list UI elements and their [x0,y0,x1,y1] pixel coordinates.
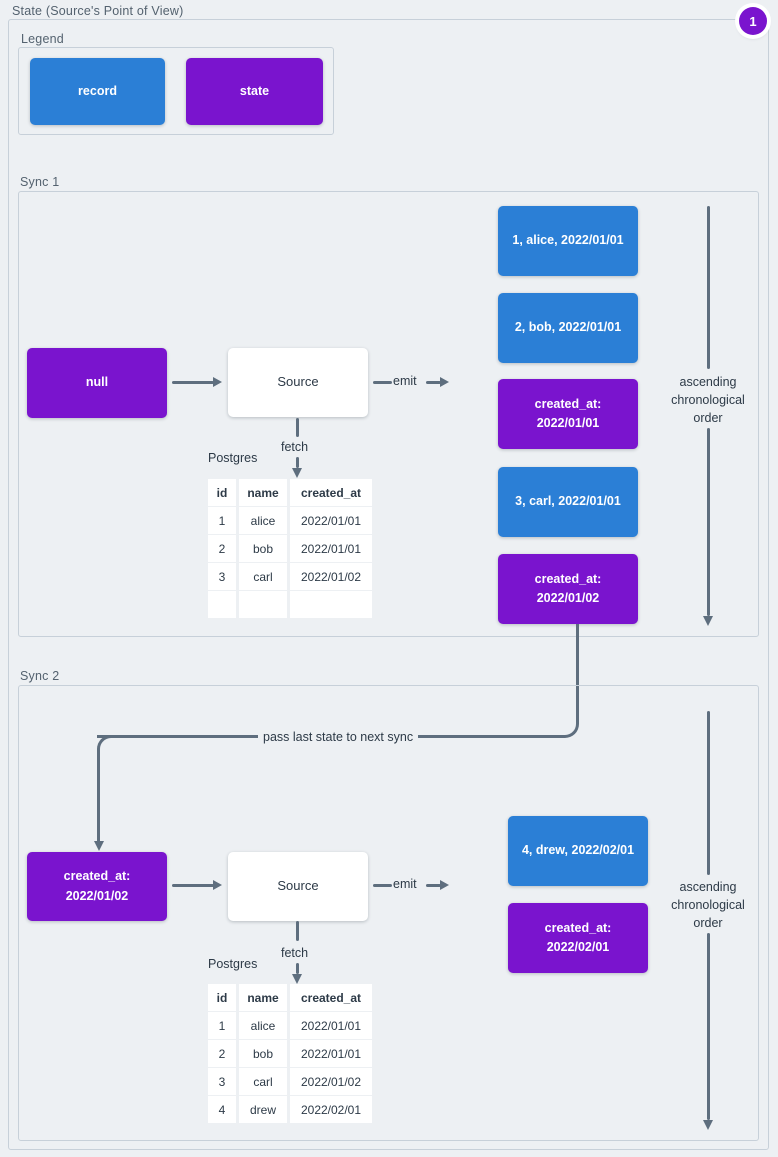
sync1-input-state-node: null [27,348,167,418]
sync2-stream-record-1: 4, drew, 2022/02/01 [508,816,648,886]
legend-record-swatch: record [30,58,165,125]
sync1-fetch-arrowhead-icon [292,468,302,478]
sync1-emit-label: emit [393,374,417,388]
col-header-created-at: created_at [290,984,372,1011]
sync1-input-arrow-line [172,381,214,384]
sync2-order-axis-top [707,711,710,875]
sync1-emit-line-left [373,381,392,384]
col-header-id: id [208,479,236,506]
sync1-stream-record-2: 2, bob, 2022/01/01 [498,293,638,363]
legend-label: Legend [21,32,64,46]
sync1-stream-state-1: created_at: 2022/01/01 [498,379,638,449]
sync2-input-arrowhead-icon [213,880,222,890]
pass-state-connector-left-elbow [97,735,137,841]
cell: 3 [208,1068,236,1095]
sync2-emit-line-left [373,884,392,887]
sync1-frame [18,191,759,637]
sync1-order-axis-bottom [707,428,710,616]
col-header-name: name [239,479,287,506]
sync2-emit-line-right [426,884,441,887]
page-title: State (Source's Point of View) [12,4,184,18]
pass-state-arrowhead-icon [94,841,104,851]
table-row: 3 carl 2022/01/02 [208,563,372,590]
sync2-fetch-line-bottom [296,963,299,974]
sync2-input-state-node: created_at: 2022/01/02 [27,852,167,921]
sync2-label: Sync 2 [20,669,60,683]
sync2-db-label: Postgres [208,957,258,971]
table-row: 3 carl 2022/01/02 [208,1068,372,1095]
sync1-label: Sync 1 [20,175,60,189]
sync2-order-note: ascending chronological order [658,878,758,933]
table-header-row: id name created_at [208,984,372,1011]
cell: 2022/02/01 [290,1096,372,1123]
cell: 2022/01/01 [290,535,372,562]
sync1-fetch-label: fetch [281,440,309,454]
sync1-emit-arrowhead-icon [440,377,449,387]
sync2-emit-label: emit [393,877,417,891]
col-header-name: name [239,984,287,1011]
cell: 2022/01/01 [290,1040,372,1067]
sync1-order-arrowhead-icon [703,616,713,626]
cell: carl [239,563,287,590]
sync1-fetch-line-top [296,418,299,437]
cell: alice [239,1012,287,1039]
sync1-order-note: ascending chronological order [658,373,758,428]
cell: 2 [208,535,236,562]
sync2-fetch-line-top [296,921,299,941]
table-row: 1 alice 2022/01/01 [208,1012,372,1039]
cell: 4 [208,1096,236,1123]
sync2-input-arrow-line [172,884,214,887]
cell [290,591,372,618]
table-row: 2 bob 2022/01/01 [208,535,372,562]
cell: 2022/01/02 [290,563,372,590]
sync1-source-node: Source [228,348,368,417]
cell: 3 [208,563,236,590]
sync1-postgres-table: id name created_at 1 alice 2022/01/01 2 … [205,478,375,619]
sync1-stream-record-1: 1, alice, 2022/01/01 [498,206,638,276]
cell [239,591,287,618]
table-row: 1 alice 2022/01/01 [208,507,372,534]
legend-frame [18,47,334,135]
cell [208,591,236,618]
sync2-emit-arrowhead-icon [440,880,449,890]
cell: 1 [208,1012,236,1039]
table-row-empty [208,591,372,618]
sync2-order-arrowhead-icon [703,1120,713,1130]
table-row: 4 drew 2022/02/01 [208,1096,372,1123]
sync2-frame [18,685,759,1141]
col-header-created-at: created_at [290,479,372,506]
pass-state-connector-label: pass last state to next sync [258,730,419,744]
sync1-input-arrowhead-icon [213,377,222,387]
legend-state-swatch: state [186,58,323,125]
sync2-fetch-label: fetch [281,946,309,960]
cell: 2022/01/01 [290,1012,372,1039]
cell: 2022/01/02 [290,1068,372,1095]
sync1-stream-record-3: 3, carl, 2022/01/01 [498,467,638,537]
cell: 2022/01/01 [290,507,372,534]
table-row: 2 bob 2022/01/01 [208,1040,372,1067]
cell: 2 [208,1040,236,1067]
table-header-row: id name created_at [208,479,372,506]
cell: bob [239,1040,287,1067]
sync2-fetch-arrowhead-icon [292,974,302,984]
cell: carl [239,1068,287,1095]
cell: drew [239,1096,287,1123]
outer-frame [8,19,769,1150]
annotation-badge: 1 [739,7,767,35]
sync2-stream-state-1: created_at: 2022/02/01 [508,903,648,973]
sync2-source-node: Source [228,852,368,921]
sync2-postgres-table: id name created_at 1 alice 2022/01/01 2 … [205,983,375,1124]
cell: alice [239,507,287,534]
col-header-id: id [208,984,236,1011]
cell: 1 [208,507,236,534]
sync1-emit-line-right [426,381,441,384]
sync1-order-axis-top [707,206,710,369]
sync1-db-label: Postgres [208,451,258,465]
cell: bob [239,535,287,562]
sync1-stream-state-2: created_at: 2022/01/02 [498,554,638,624]
sync2-order-axis-bottom [707,933,710,1120]
sync1-fetch-line-bottom [296,457,299,468]
